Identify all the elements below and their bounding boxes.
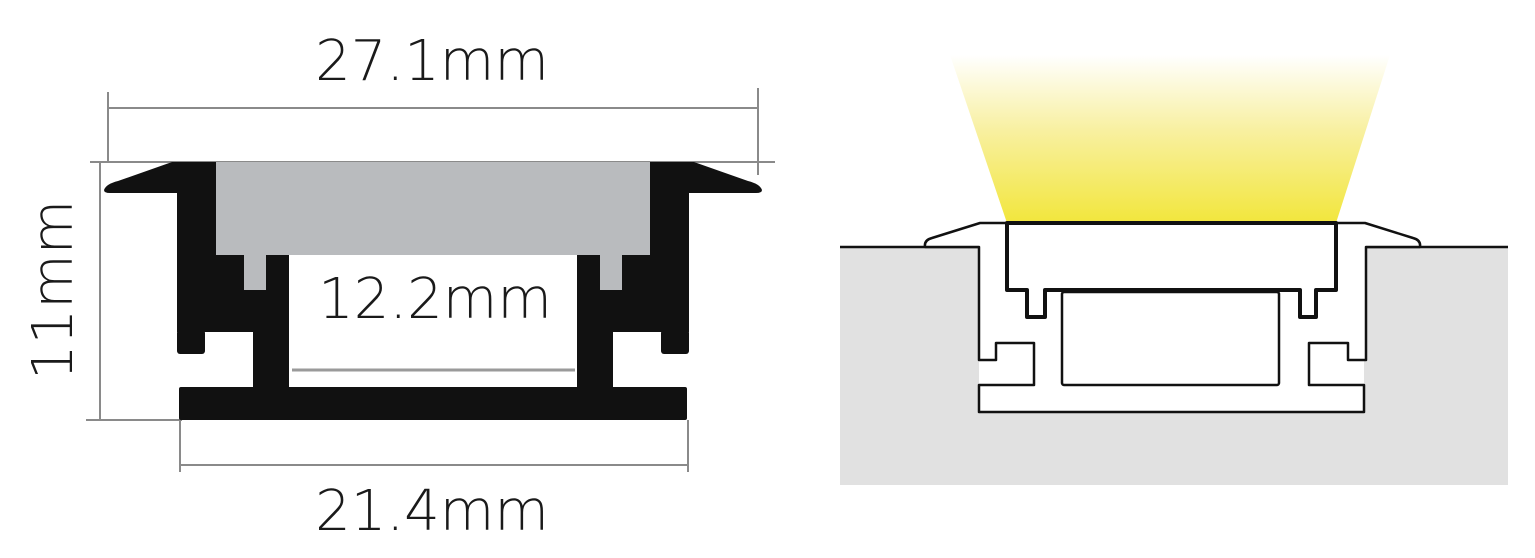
installation-illustration xyxy=(840,55,1508,485)
height-label: 11mm xyxy=(21,200,86,380)
base-width-label: 21.4mm xyxy=(315,479,549,544)
inner-width-label: 12.2mm xyxy=(318,267,552,332)
installed-profile-outline xyxy=(923,221,1422,414)
profile-section xyxy=(104,162,762,420)
aluminum-profile xyxy=(104,162,762,420)
ground-surface xyxy=(840,247,1508,485)
light-beam xyxy=(950,55,1390,223)
diffuser xyxy=(216,162,650,290)
overall-width-label: 27.1mm xyxy=(315,29,549,94)
